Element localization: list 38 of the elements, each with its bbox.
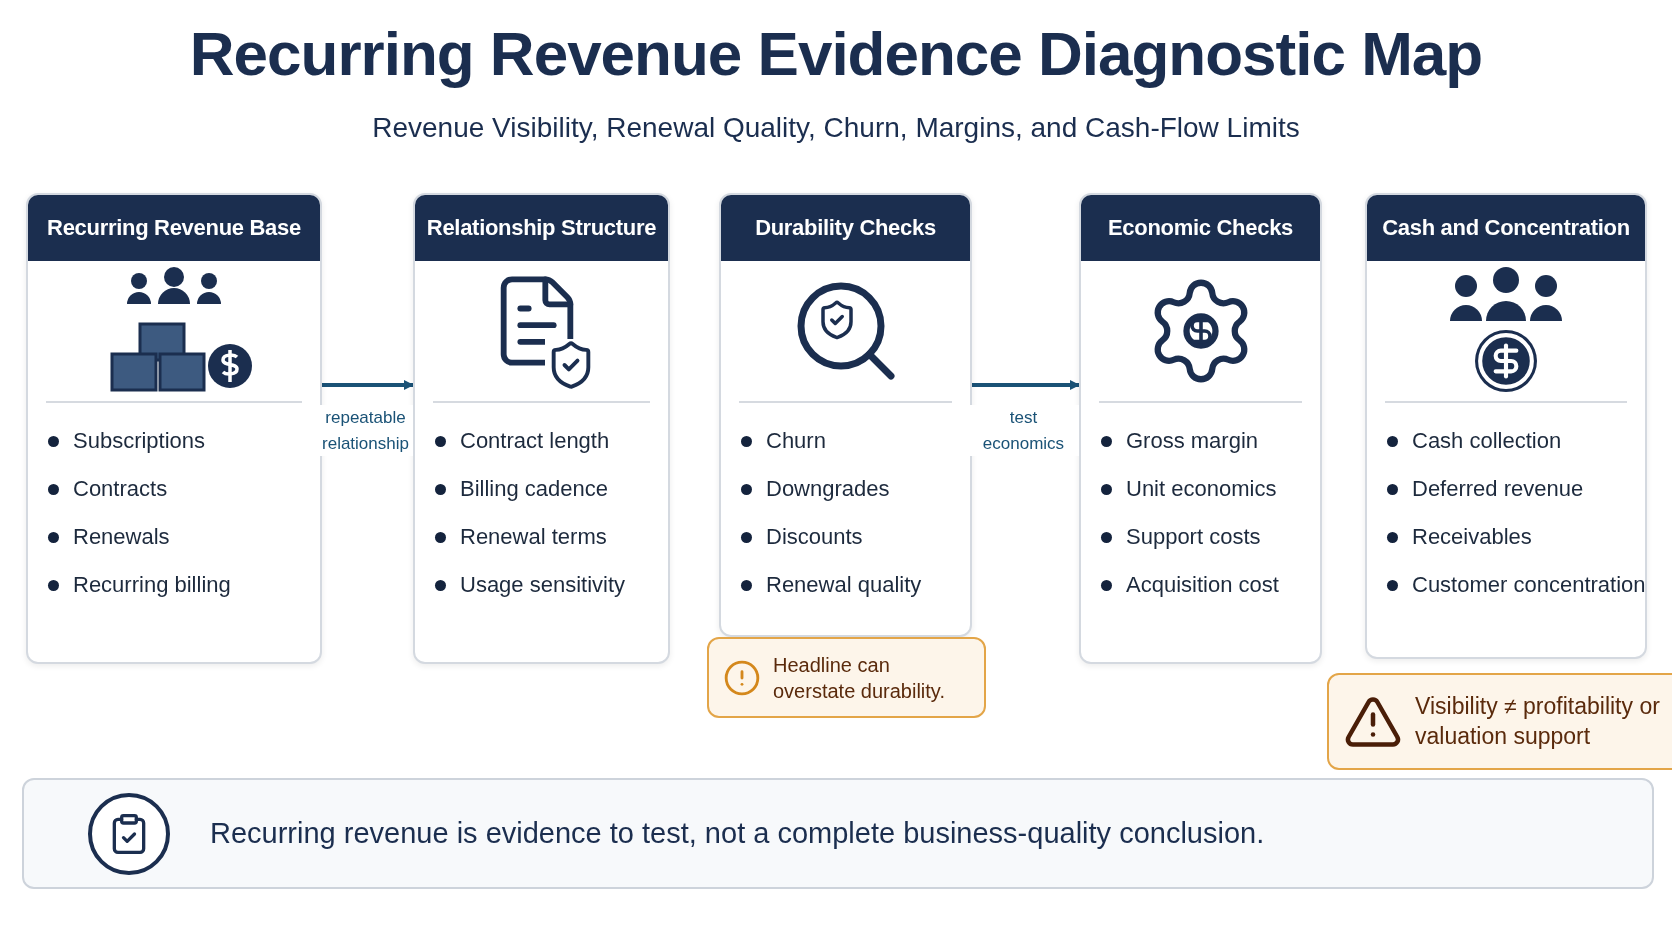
bullet-item: Renewal terms (435, 513, 668, 561)
bullet-item: Customer concentration (1387, 561, 1645, 609)
bullet-item: Gross margin (1101, 417, 1320, 465)
stage-card (719, 193, 972, 637)
stage-card (1365, 193, 1647, 659)
card-heading: Cash and Concentration (1367, 195, 1645, 261)
stage-card (1079, 193, 1322, 664)
warning-text: Visibility ≠ profitability or valuation support (1415, 691, 1661, 751)
bullet-item: Acquisition cost (1101, 561, 1320, 609)
card-heading: Recurring Revenue Base (28, 195, 320, 261)
bullet-item: Churn (741, 417, 970, 465)
bullet-item: Support costs (1101, 513, 1320, 561)
bullet-item: Billing cadence (435, 465, 668, 513)
warning-box (1327, 673, 1672, 770)
bullet-item: Unit economics (1101, 465, 1320, 513)
bullet-item: Subscriptions (48, 417, 320, 465)
conclusion-text: Recurring revenue is evidence to test, not a complete business-quality conclusion. (210, 817, 1265, 850)
warning-text: Headline can overstate durability. (773, 652, 946, 704)
bullet-item: Renewals (48, 513, 320, 561)
stage-card (413, 193, 670, 664)
bullet-item: Contracts (48, 465, 320, 513)
stage-card (26, 193, 322, 664)
bullet-item: Receivables (1387, 513, 1645, 561)
bullet-item: Recurring billing (48, 561, 320, 609)
card-heading: Economic Checks (1081, 195, 1320, 261)
warning-box (707, 637, 986, 718)
subtitle: Revenue Visibility, Renewal Quality, Churn, Margins, and Cash-Flow Limits (371, 112, 1301, 144)
bullet-item: Usage sensitivity (435, 561, 668, 609)
conclusion-banner (22, 778, 1654, 889)
bullet-item: Downgrades (741, 465, 970, 513)
card-heading: Relationship Structure (415, 195, 668, 261)
bullet-item: Cash collection (1387, 417, 1645, 465)
title: Recurring Revenue Evidence Diagnostic Map (188, 18, 1484, 89)
bullet-item: Discounts (741, 513, 970, 561)
bullet-item: Deferred revenue (1387, 465, 1645, 513)
bullet-item: Contract length (435, 417, 668, 465)
card-heading: Durability Checks (721, 195, 970, 261)
bullet-item: Renewal quality (741, 561, 970, 609)
